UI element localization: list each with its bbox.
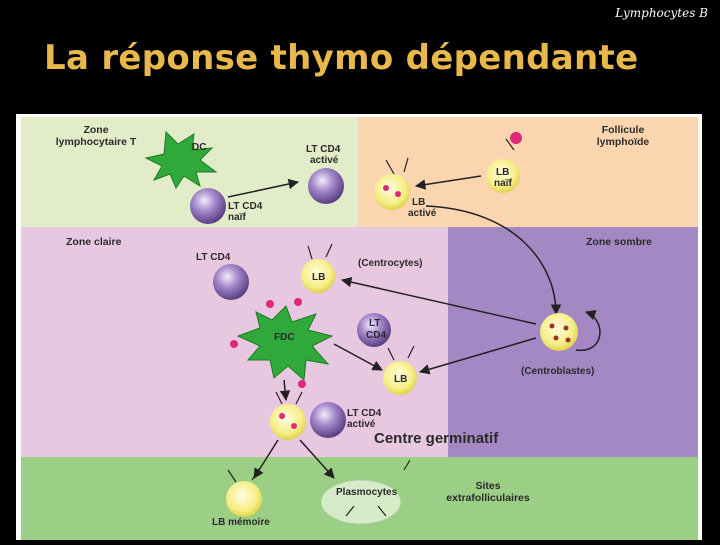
- lt-cd4-active-cell: [308, 168, 344, 204]
- arrow-to-lb-middle: [418, 337, 537, 375]
- plasmocytes-label: Plasmocytes: [336, 487, 398, 498]
- zone-claire-label: Zone claire: [66, 236, 122, 248]
- lb-middle-label: LB: [394, 374, 407, 385]
- antigen-top: [510, 132, 522, 144]
- lb-active-receptor-2: [403, 157, 409, 173]
- plasmocytes-cell: [320, 479, 402, 525]
- arrow-to-centrocyte: [340, 276, 537, 325]
- centroblaste-cell: [540, 313, 578, 351]
- centrocyte-lb-label: LB: [312, 272, 325, 283]
- centroblastes-label: (Centroblastes): [521, 366, 594, 377]
- lb-naif-label-1: LB: [496, 167, 509, 178]
- centroblaste-dot-2: [563, 325, 569, 331]
- lb-memoire-label: LB mémoire: [212, 517, 270, 528]
- centrocyte-receptor-1: [307, 245, 313, 260]
- lt-cd4-naive-cell: [190, 188, 226, 224]
- cd4-label: CD4: [366, 330, 386, 341]
- lb-memoire-receptor-2: [251, 467, 261, 481]
- lb-active-label-1: LB: [412, 197, 425, 208]
- arrow-to-plasmocytes: [299, 439, 335, 479]
- centroblaste-dot-4: [565, 337, 571, 343]
- follicule-area: [358, 117, 698, 227]
- lt-cd4-active-label-2: activé: [310, 155, 339, 166]
- slide-subtitle: Lymphocytes B: [615, 6, 708, 20]
- lb-bottom-receptor-2: [295, 391, 303, 405]
- lb-bottom-dot-2: [291, 423, 297, 429]
- fdc-antigen-1: [266, 300, 274, 308]
- lb-active-cell: [374, 174, 410, 210]
- arrow-naive-to-active: [227, 178, 300, 198]
- arrow-centroblaste-loop: [575, 310, 601, 351]
- lt-cd4-naif-label-1: LT CD4: [228, 201, 263, 212]
- slide-title: La réponse thymo dépendante: [44, 38, 639, 78]
- fdc-antigen-2: [294, 298, 302, 306]
- follicule-label-2: lymphoïde: [597, 136, 650, 148]
- arrow-fdc-to-bottom: [279, 379, 291, 402]
- lb-middle-receptor-2: [407, 345, 415, 359]
- lb-naif-label-2: naïf: [494, 178, 512, 189]
- centroblaste-dot-1: [549, 323, 555, 329]
- lt-cd4-naif-label-2: naïf: [228, 212, 246, 223]
- lb-active-receptor-1: [385, 159, 395, 175]
- arrow-to-centroblastes: [425, 205, 562, 316]
- centroblaste-dot-3: [553, 335, 559, 341]
- lb-naive-receptor: [505, 138, 515, 151]
- lt-cd4-bottom-label-1: LT CD4: [347, 408, 382, 419]
- diagram-panel: Zone lymphocytaire T Follicule lymphoïde…: [16, 114, 702, 540]
- lb-active-dot-1: [383, 185, 389, 191]
- lb-middle-receptor-1: [387, 347, 395, 361]
- free-antibody: [403, 459, 411, 471]
- lt-cd4-bottom-cell: [310, 402, 346, 438]
- zone-t-label-2: lymphocytaire T: [56, 136, 137, 148]
- lt-cd4-active-label-1: LT CD4: [306, 144, 341, 155]
- plasmo-antibody-2: [377, 505, 387, 517]
- lb-memoire-receptor-1: [227, 469, 237, 483]
- fdc-antigen-4: [298, 380, 306, 388]
- lb-active-dot-2: [395, 191, 401, 197]
- lb-bottom-dot-1: [279, 413, 285, 419]
- slide-header: Lymphocytes B La réponse thymo dépendant…: [0, 0, 720, 112]
- immune-response-diagram: Zone lymphocytaire T Follicule lymphoïde…: [21, 117, 698, 540]
- fdc-antigen-3: [230, 340, 238, 348]
- zone-sombre-label: Zone sombre: [586, 236, 652, 248]
- fdc-cell: FDC: [230, 298, 334, 388]
- centre-germinatif-label: Centre germinatif: [374, 430, 499, 447]
- lt-label: LT: [369, 318, 380, 329]
- zone-t-label-1: Zone: [83, 124, 108, 136]
- centrocyte-receptor-2: [325, 243, 333, 258]
- dc-label: DC: [192, 142, 206, 153]
- arrow-fdc-to-lb: [333, 343, 383, 371]
- sites-label-1: Sites: [475, 480, 500, 492]
- centrocytes-label: (Centrocytes): [358, 258, 422, 269]
- lb-middle-cell: [383, 361, 417, 395]
- lb-naive-cell: [486, 159, 520, 193]
- lt-cd4-bottom-label-2: activé: [347, 419, 376, 430]
- fdc-label: FDC: [274, 332, 295, 343]
- plasmo-antibody-1: [345, 505, 355, 517]
- arrow-lbnaive-to-active: [414, 175, 482, 190]
- lt-cd4-middle-cell: [357, 313, 391, 347]
- lb-bottom-cell: [270, 404, 306, 440]
- lt-cd4-claire-label: LT CD4: [196, 252, 231, 263]
- dendritic-cell: DC: [144, 130, 218, 190]
- lb-bottom-receptor-1: [275, 391, 283, 405]
- follicule-label-1: Follicule: [602, 124, 645, 136]
- lb-active-label-2: activé: [408, 208, 437, 219]
- lb-memoire-cell: [226, 481, 262, 517]
- centrocyte-cell: [301, 259, 335, 293]
- sites-label-2: extrafolliculaires: [446, 492, 530, 504]
- lt-cd4-claire-cell: [213, 264, 249, 300]
